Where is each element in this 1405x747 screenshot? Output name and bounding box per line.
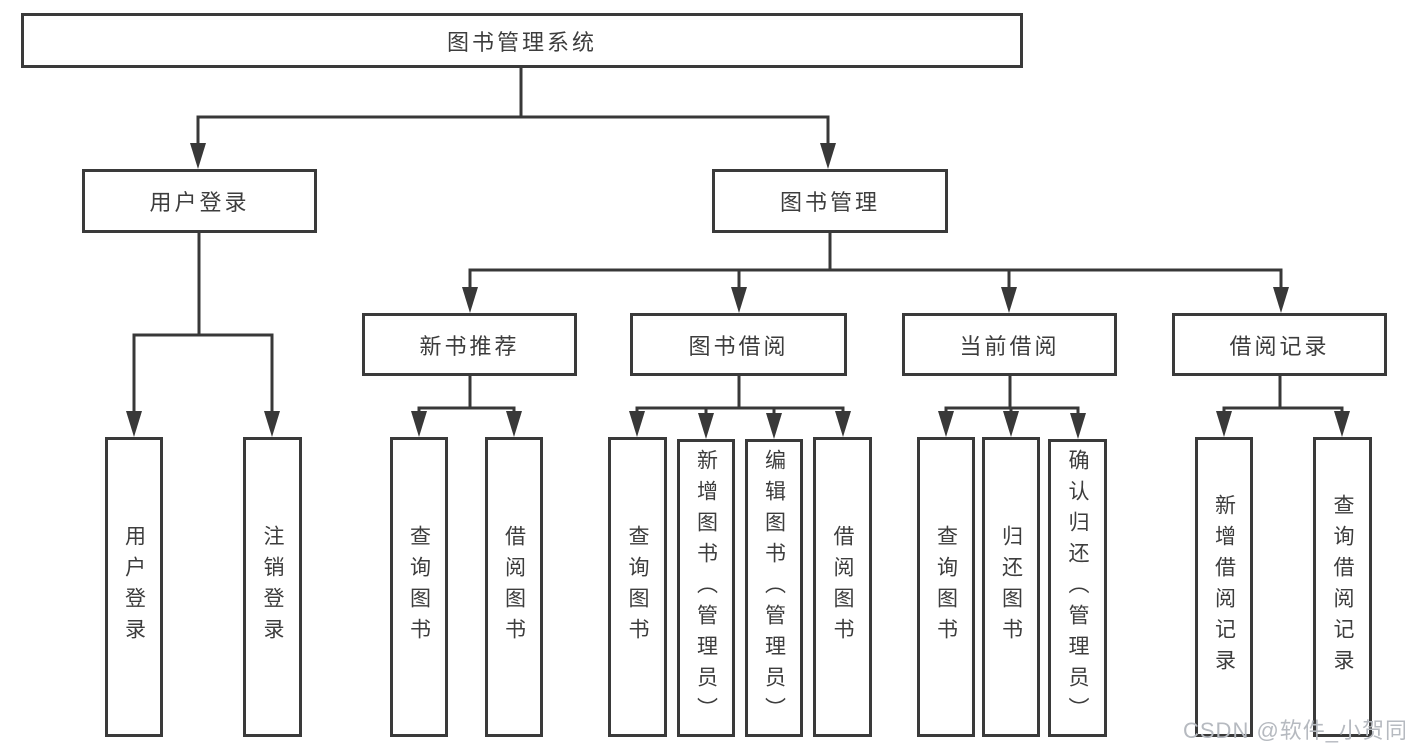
- node-label: 编辑图书（管理员）: [762, 448, 786, 728]
- arrowhead-down-icon: [1070, 413, 1086, 439]
- edge-book-borrowing: [629, 374, 851, 439]
- node-label: 用户登录: [122, 525, 146, 649]
- node-label: 查询借阅记录: [1331, 494, 1354, 680]
- node-label: 查询图书: [626, 525, 649, 649]
- node-label: 图书管理系统: [446, 29, 597, 55]
- arrowhead-down-icon: [1334, 411, 1350, 437]
- node-label: 归还图书: [999, 525, 1023, 649]
- arrowhead-down-icon: [462, 287, 478, 313]
- arrowhead-down-icon: [766, 413, 782, 439]
- node-leaf-return-books: 归还图书: [982, 437, 1040, 737]
- node-label: 借阅图书: [502, 525, 526, 649]
- arrowhead-down-icon: [506, 411, 522, 437]
- node-leaf-logout: 注销登录: [243, 437, 302, 737]
- arrowhead-down-icon: [1273, 287, 1289, 313]
- arrowhead-down-icon: [1216, 411, 1232, 437]
- node-leaf-user-login: 用户登录: [105, 437, 163, 737]
- arrowhead-down-icon: [938, 411, 954, 437]
- node-label: 借阅图书: [831, 525, 854, 649]
- edge-book-management: [462, 231, 1289, 313]
- arrowhead-down-icon: [629, 411, 645, 437]
- node-label: 新书推荐: [419, 333, 520, 359]
- edge-root: [190, 66, 836, 169]
- edge-user-login: [126, 231, 280, 437]
- node-user-login: 用户登录: [82, 169, 317, 233]
- node-leaf-confirm-return: 确认归还（管理员）: [1048, 439, 1107, 737]
- arrowhead-down-icon: [731, 287, 747, 313]
- node-label: 用户登录: [149, 190, 250, 215]
- node-label: 查询图书: [934, 525, 958, 649]
- node-label: 借阅记录: [1229, 333, 1330, 359]
- node-root: 图书管理系统: [21, 13, 1023, 68]
- node-current-borrowing: 当前借阅: [902, 313, 1117, 376]
- node-leaf-add-books-admin: 新增图书（管理员）: [677, 439, 735, 737]
- node-leaf-borrow-books-2: 借阅图书: [813, 437, 872, 737]
- node-label: 图书管理: [779, 190, 880, 215]
- arrowhead-down-icon: [411, 411, 427, 437]
- arrowhead-down-icon: [820, 143, 836, 169]
- node-leaf-query-books-3: 查询图书: [917, 437, 975, 737]
- edge-current-borrowing: [938, 374, 1086, 439]
- node-leaf-borrow-books-1: 借阅图书: [485, 437, 543, 737]
- arrowhead-down-icon: [698, 413, 714, 439]
- arrowhead-down-icon: [264, 411, 280, 437]
- arrowhead-down-icon: [1003, 411, 1019, 437]
- node-label: 新增借阅记录: [1212, 494, 1236, 680]
- node-borrowing-records: 借阅记录: [1172, 313, 1387, 376]
- arrowhead-down-icon: [126, 411, 142, 437]
- arrowhead-down-icon: [1001, 287, 1017, 313]
- node-leaf-query-books-1: 查询图书: [390, 437, 448, 737]
- edge-borrowing-records: [1216, 374, 1350, 437]
- node-label: 查询图书: [407, 525, 431, 649]
- node-book-management: 图书管理: [712, 169, 948, 233]
- node-label: 新增图书（管理员）: [694, 448, 718, 728]
- node-leaf-add-borrow-record: 新增借阅记录: [1195, 437, 1253, 737]
- watermark: CSDN @软件_小贺同学: [1183, 718, 1405, 743]
- edge-new-book-recommend: [411, 374, 522, 437]
- node-label: 图书借阅: [688, 333, 789, 359]
- node-book-borrowing: 图书借阅: [630, 313, 847, 376]
- node-label: 注销登录: [261, 525, 284, 649]
- node-label: 确认归还（管理员）: [1066, 448, 1089, 728]
- arrowhead-down-icon: [190, 143, 206, 169]
- node-leaf-query-books-2: 查询图书: [608, 437, 667, 737]
- node-label: 当前借阅: [959, 333, 1060, 359]
- arrowhead-down-icon: [835, 411, 851, 437]
- node-leaf-edit-books-admin: 编辑图书（管理员）: [745, 439, 803, 737]
- node-new-book-recommend: 新书推荐: [362, 313, 577, 376]
- node-leaf-query-borrow-record: 查询借阅记录: [1313, 437, 1372, 737]
